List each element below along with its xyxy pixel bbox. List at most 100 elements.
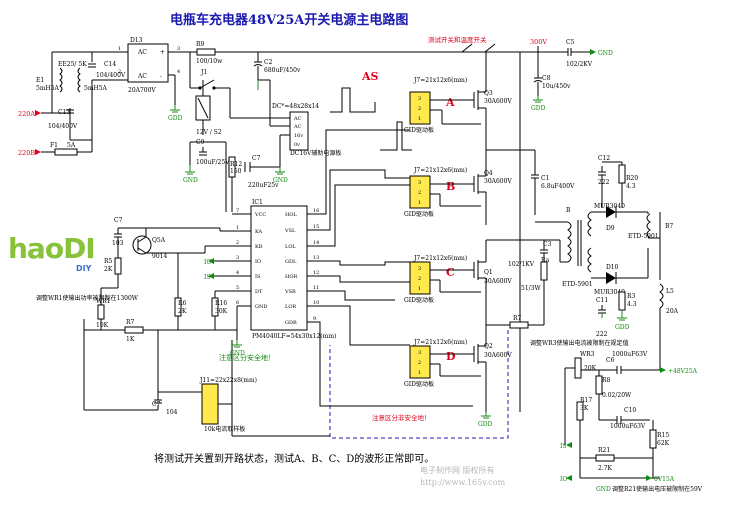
io-left: IO: [204, 259, 211, 266]
driver-b-qval: 30A600V: [484, 178, 512, 185]
wr1-val: 10K: [96, 322, 109, 329]
resistor-ra: [540, 261, 548, 281]
output-stage: 300V C5 102/2KV GND C8 10u/450v C1 6.8uF…: [486, 38, 703, 493]
bridge-pin1: 1: [118, 46, 121, 52]
driver-c-jlabel: J7=21x12x6(mm): [413, 255, 467, 262]
c1-val: 6.8uF400V: [541, 183, 575, 190]
out-pos: +48V25A: [668, 368, 698, 375]
r5-val: 2K: [104, 266, 113, 273]
gdd-r3: GDD: [615, 324, 630, 331]
r15-ref: R15: [657, 432, 669, 439]
gdd-q2: GDD: [478, 421, 493, 428]
ic1-pin-ka: KA: [255, 229, 263, 235]
d10-ref: D10: [606, 264, 619, 271]
gnd-ic1: GND: [230, 350, 245, 357]
r16-ref: R16: [215, 300, 227, 307]
c9-val: 100uF/25V: [196, 159, 230, 166]
c5-ref: C5: [566, 39, 575, 46]
c7c-ref: C7: [152, 401, 161, 408]
ic1-right-pins: HOL 16 VSL 15 LOL 14 GDL 13 HOR 12 VSR 1…: [284, 208, 319, 326]
ic1-pin-gnd: GND: [255, 304, 267, 310]
driver-c-pin: 2: [418, 276, 421, 282]
ic1-pin-dt: DT: [255, 289, 263, 295]
driver-a-body: [409, 91, 431, 125]
j11-label: J11=22x22x8(mm): [199, 377, 257, 384]
c9-ref: C9: [196, 139, 205, 146]
resistor-r7-out: [509, 321, 529, 329]
controller-ic1: IC1 PM4040LF=54x30x12(mm) 7 VCC 1 KA 2 K…: [205, 129, 473, 407]
waveform-label: AS: [361, 70, 379, 83]
dc-pin-0v: 0v: [294, 142, 300, 148]
dc-module-body: [289, 111, 309, 151]
resistor-r7-left: [124, 326, 144, 334]
driver-board-b: J7=21x12x6(mm) 3 2 1 GID驱动板 B Q4 30A600V: [404, 167, 512, 218]
inrush-section: R9 100/10w J1 C2 680uF/450v 12V / S2 C9 …: [189, 41, 301, 212]
driver-d-pin: 1: [418, 370, 421, 376]
r5-ref: R5: [104, 258, 113, 265]
note-safe-gnd: 注意区分安全地！: [219, 353, 275, 362]
c8-val: 10u/450v: [542, 83, 571, 90]
r9-ref: R9: [196, 41, 205, 48]
d10-mur: MUR3040: [594, 289, 625, 296]
c5-val: 102/2KV: [566, 61, 593, 68]
driver-d-pin: 2: [418, 360, 421, 366]
ee25-val: 5mH5A: [84, 85, 108, 92]
bridge-pin4: 4: [177, 69, 180, 75]
ac-input-a: 220A: [18, 110, 35, 118]
ac-input-a-arrow: [35, 110, 41, 116]
bridge-pin3: 3: [177, 46, 180, 52]
driver-d-jlabel: J7=21x12x6(mm): [413, 339, 467, 346]
gnd-note-prefix: GND: [596, 486, 611, 493]
r7-left-val: 1K: [126, 336, 135, 343]
input-filter: 220A 220B F1 5A E1 5mH5A EE25/ 5K 5mH5A …: [18, 51, 140, 157]
bridge-ref: D13: [130, 37, 143, 44]
driver-a-pin: 2: [418, 106, 421, 112]
ic1-pin-num: 13: [313, 255, 319, 261]
transformer-secondary-1: [587, 211, 592, 237]
test-switch-label: 测试开关和温度开关: [428, 35, 487, 44]
bridge-body: [127, 43, 169, 83]
q5-val: 9014: [152, 253, 167, 260]
e1-ref: E1: [36, 77, 44, 84]
ic1-pin-num: 11: [313, 285, 319, 291]
bottom-note: 将测试开关置到开路状态，测试A、B、C、D的波形正常即可。: [154, 452, 434, 465]
wr3-val: 20K: [584, 365, 597, 372]
choke-ee25-coil: [77, 67, 81, 93]
ic1-pin-vcc: VCC: [254, 212, 266, 218]
logo-tagline: DIY: [76, 264, 92, 273]
gnd-note: 调整R21使输出电压被限制在59V: [612, 485, 703, 493]
ic1-pin-num: 3: [236, 255, 239, 261]
c14-ref: C14: [104, 61, 116, 68]
ic1-pin-kb: KB: [255, 244, 263, 250]
e1-val: 5mH5A: [36, 85, 60, 92]
bridge-ac-bottom: AC: [137, 73, 147, 80]
c10-ref: C10: [624, 407, 636, 414]
dc-module-desc: DC16V辅助电源板: [290, 149, 341, 157]
driver-board-c: J7=21x12x6(mm) 3 2 1 GID驱动板 C Q1 30A600V: [404, 255, 512, 304]
driver-a-letter: A: [445, 96, 455, 109]
c11-val: 222: [596, 331, 608, 338]
bridge-d13: D13 AC AC + - 20A700V 1 2 3 4: [92, 37, 258, 105]
wr3-note: 调整WR3使输出电流被限制在规定值: [530, 339, 629, 347]
driver-c-board: GID驱动板: [404, 296, 434, 304]
ra-ref: Ra: [541, 257, 550, 264]
bridge-ac-top: AC: [137, 49, 147, 56]
driver-a-pin: 3: [418, 96, 421, 102]
ic1-pin-vsl: VSL: [284, 228, 296, 234]
c13-ref: C13: [58, 109, 70, 116]
ic1-pin-lor: LOR: [285, 304, 296, 310]
waveform-upper: [330, 87, 376, 113]
is-right: IS: [560, 443, 566, 450]
wr3-ref: WR3: [580, 351, 595, 358]
q5-ref: Q5A: [152, 237, 166, 244]
r3-ref: R3: [627, 293, 636, 300]
r20-val: 4.3: [626, 183, 636, 190]
test-switch: [258, 43, 520, 60]
pot-wr1: [97, 304, 105, 320]
site-logo: haoDI DIY: [8, 232, 128, 276]
out-neg: 0V15A: [654, 476, 675, 483]
r8-val: 0.02/20W: [602, 392, 632, 399]
driver-a-jlabel: J7=21x12x6(mm): [413, 77, 467, 84]
c11-ref: C11: [596, 297, 608, 304]
dc-aux-module: DC*=48x28x14 AC AC 16v 0v DC16V辅助电源板: [229, 79, 341, 167]
